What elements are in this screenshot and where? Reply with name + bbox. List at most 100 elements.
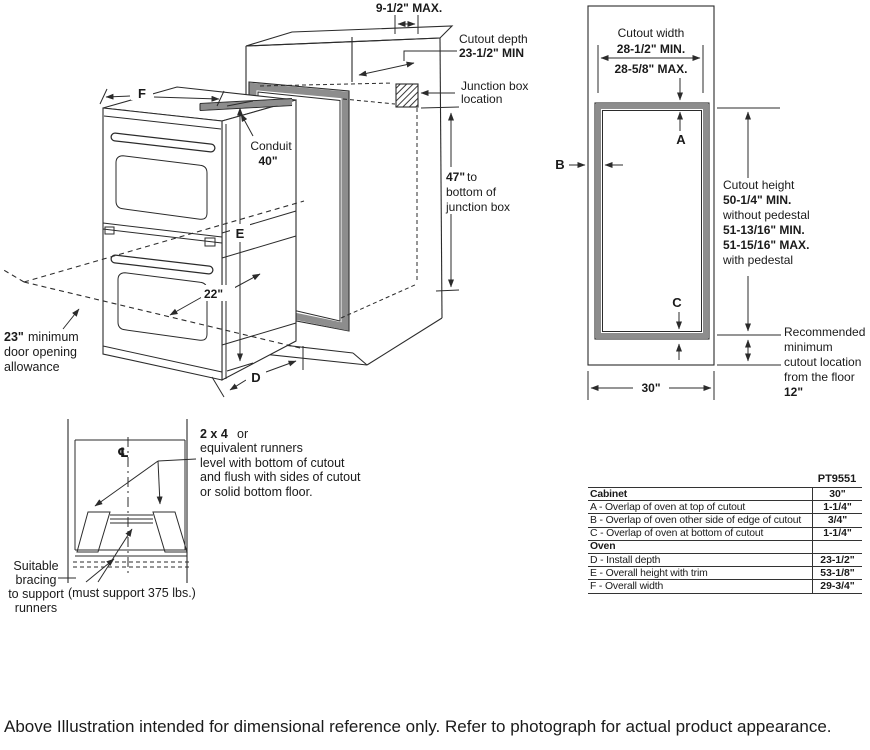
conduit-callout: Conduit 40" <box>240 113 292 168</box>
row-label: Oven <box>590 541 616 553</box>
bracing-callout: Suitable bracing to support runners (mus… <box>8 528 196 615</box>
row-label: A - Overlap of oven at top of cutout <box>590 501 746 513</box>
label-2x4-rest: or <box>237 427 248 441</box>
cabinet-outline <box>587 5 715 366</box>
dim-f-label: F <box>138 86 146 101</box>
upper-oven-handle-inner <box>111 133 215 152</box>
label-bracing-3: to support <box>8 587 64 601</box>
label-without-pedestal: without pedestal <box>722 208 810 222</box>
centerline: ℄ <box>117 437 129 577</box>
label-2x4-bold: 2 x 4 <box>200 427 228 441</box>
label-cutout-width: Cutout width <box>618 26 685 40</box>
label-floor-4: from the floor <box>784 370 855 384</box>
table-row: E - Overall height with trim 53-1/8" <box>588 567 862 581</box>
label-47-line3: junction box <box>445 200 510 214</box>
label-width-min: 28-1/2" MIN. <box>617 42 685 56</box>
hidden-cavity-edges <box>259 82 418 319</box>
dimension-47: 47" to bottom of junction box <box>420 106 522 292</box>
label-floor-value: 12" <box>784 385 803 399</box>
row-label: Cabinet <box>590 488 628 500</box>
dimension-d: D <box>211 346 304 398</box>
row-value: 29-3/4" <box>812 580 862 593</box>
dimension-e: E <box>226 100 254 372</box>
right-cutout-figure: Cutout width 28-1/2" MIN. 28-5/8" MAX. A… <box>555 5 865 400</box>
marker-b: B <box>555 157 623 172</box>
label-junction-1: Junction box <box>461 79 528 93</box>
centerline-symbol: ℄ <box>117 445 129 460</box>
label-cutout-height: Cutout height <box>723 178 795 192</box>
dimension-22: 22" <box>169 273 261 316</box>
label-height-max-pedestal: 51-15/16" MAX. <box>723 238 809 252</box>
label-47-line2: bottom of <box>446 185 497 199</box>
label-2x4-line5: or solid bottom floor. <box>200 485 313 499</box>
table-row: A - Overlap of oven at top of cutout 1-1… <box>588 501 862 515</box>
label-47-rest: to <box>467 170 477 184</box>
label-with-pedestal: with pedestal <box>722 253 793 267</box>
oven-side-seam <box>221 322 297 346</box>
row-value: 1-1/4" <box>812 527 862 540</box>
dimension-cutout-depth: Cutout depth 23-1/2" MIN <box>358 32 528 77</box>
marker-a: A <box>676 78 686 147</box>
cutout-frame-front <box>594 102 710 340</box>
footer-note: Above Illustration intended for dimensio… <box>4 717 832 736</box>
junction-box-callout: Junction box location <box>420 79 528 106</box>
dim-22-label: 22" <box>204 287 223 301</box>
double-wall-oven <box>102 86 297 381</box>
oven-top-trim <box>103 115 222 130</box>
junction-box <box>395 83 419 108</box>
label-conduit-value: 40" <box>258 154 277 168</box>
runner-detail-figure: ℄ 2 x 4 or equivalent runners level with… <box>8 419 361 615</box>
label-47-bold: 47" <box>446 170 465 184</box>
row-value: 3/4" <box>812 514 862 527</box>
label-bracing-2: bracing <box>16 573 57 587</box>
lower-oven-handle-inner <box>111 255 213 274</box>
label-floor-1: Recommended <box>784 325 865 339</box>
label-cutout-depth-value: 23-1/2" MIN <box>459 46 524 60</box>
label-bracing-1: Suitable <box>13 559 58 573</box>
oven-front-face <box>102 107 223 381</box>
label-2x4-line3: level with bottom of cutout <box>200 456 345 470</box>
label-conduit: Conduit <box>250 139 292 153</box>
oven-vent <box>104 226 115 235</box>
table-row: C - Overlap of oven at bottom of cutout … <box>588 527 862 541</box>
dimension-table: PT9551 Cabinet 30" A - Overlap of oven a… <box>588 469 862 594</box>
marker-c-label: C <box>672 295 682 310</box>
dimension-junction-offset: 9-1/2" MAX. <box>376 1 442 34</box>
table-row: Oven <box>588 540 862 554</box>
marker-c: C <box>672 295 682 360</box>
label-30: 30" <box>641 381 660 395</box>
left-isometric-figure: F E D 22" <box>1 1 528 398</box>
label-2x4-line4: and flush with sides of cutout <box>200 470 361 484</box>
row-label: C - Overlap of oven at bottom of cutout <box>590 528 764 540</box>
dimension-30: 30" <box>587 371 715 400</box>
table-row: F - Overall width 29-3/4" <box>588 580 862 594</box>
label-door-rest: minimum <box>28 330 79 344</box>
oven-divider-line <box>102 222 223 238</box>
table-row: Cabinet 30" <box>588 488 862 502</box>
label-height-min: 50-1/4" MIN. <box>723 193 791 207</box>
row-value: 30" <box>812 488 862 501</box>
marker-b-label: B <box>555 157 564 172</box>
label-max-depth: 9-1/2" MAX. <box>376 1 442 15</box>
label-door-line3: allowance <box>4 360 60 374</box>
dim-e-label: E <box>236 226 245 241</box>
cutout-opening <box>74 439 186 550</box>
table-row: B - Overlap of oven other side of edge o… <box>588 514 862 528</box>
label-width-max: 28-5/8" MAX. <box>614 62 687 76</box>
label-junction-2: location <box>461 92 502 106</box>
dimension-cutout-width: Cutout width 28-1/2" MIN. 28-5/8" MAX. <box>597 26 704 93</box>
label-cutout-depth: Cutout depth <box>459 32 528 46</box>
upper-oven-window <box>115 155 208 220</box>
row-value: 23-1/2" <box>812 553 862 567</box>
row-label: D - Install depth <box>590 554 661 566</box>
marker-a-label: A <box>676 132 686 147</box>
row-value <box>812 540 862 553</box>
dim-d-label: D <box>251 370 260 385</box>
dimension-cutout-height: Cutout height 50-1/4" MIN. without pedes… <box>717 107 810 336</box>
row-label: F - Overall width <box>590 580 664 592</box>
row-label: E - Overall height with trim <box>590 567 708 579</box>
row-value: 53-1/8" <box>812 567 862 580</box>
runner-note-callout: 2 x 4 or equivalent runners level with b… <box>94 427 361 507</box>
row-value: 1-1/4" <box>812 501 862 514</box>
